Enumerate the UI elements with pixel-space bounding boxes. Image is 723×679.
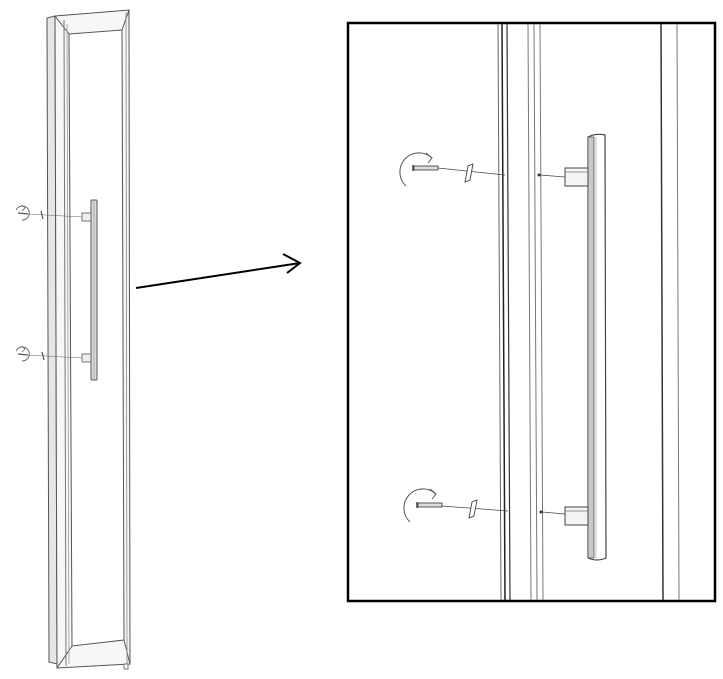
rotate-clockwise-icon	[403, 488, 437, 523]
handle-mount-bottom	[564, 506, 589, 526]
door-foot	[123, 663, 129, 670]
overview-screw-top	[15, 204, 83, 221]
detail-handle	[564, 133, 607, 561]
rotate-clockwise-icon	[399, 152, 433, 187]
detail-border	[346, 21, 717, 603]
wall-anchor	[468, 499, 478, 519]
detail-view	[346, 21, 717, 603]
overview-handle	[81, 199, 98, 381]
detail-screw-top	[399, 152, 566, 187]
overview-door	[15, 9, 131, 670]
overview-screw-bottom	[15, 345, 83, 362]
handle-mount-bottom	[81, 353, 92, 363]
handle-mount-top	[564, 167, 589, 187]
callout-arrow	[135, 253, 302, 289]
handle-mount-top	[81, 212, 92, 222]
wall-anchor	[464, 163, 474, 183]
detail-screw-bottom	[403, 488, 566, 523]
